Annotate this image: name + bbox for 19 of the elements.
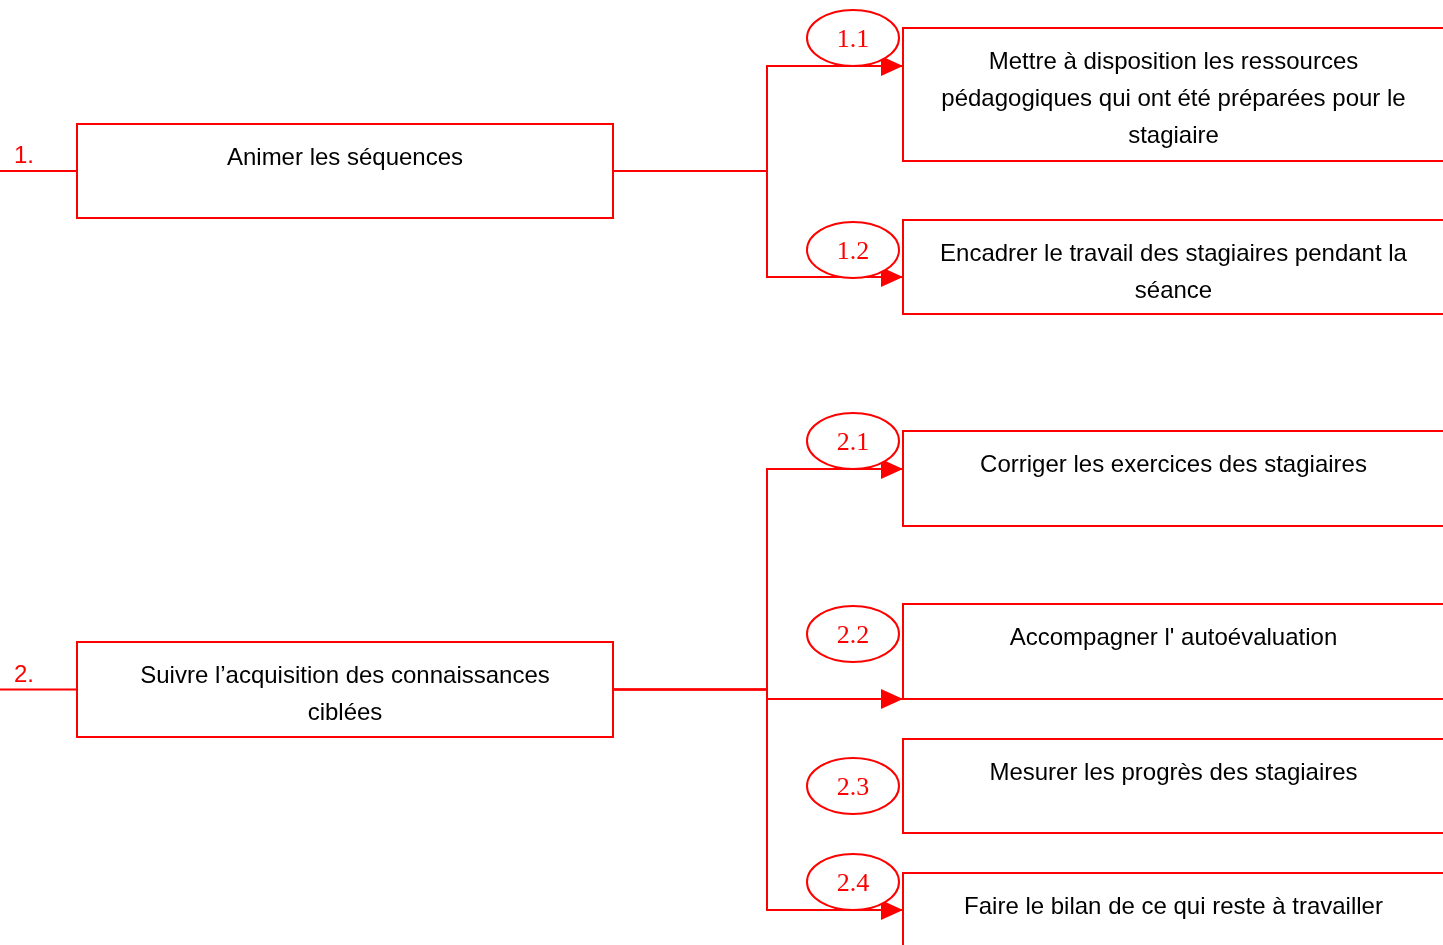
edge-label: 2. bbox=[14, 661, 34, 686]
number-ellipse: 2.4 bbox=[806, 853, 900, 911]
task-box: Accompagner l' autoévaluation bbox=[902, 603, 1443, 700]
arrow bbox=[613, 688, 903, 920]
task-box: Faire le bilan de ce qui reste à travailler bbox=[902, 872, 1443, 945]
number-ellipse: 2.2 bbox=[806, 605, 900, 663]
number-ellipse: 1.2 bbox=[806, 221, 900, 279]
task-box: Animer les séquences bbox=[76, 123, 614, 219]
number-ellipse: 2.3 bbox=[806, 757, 900, 815]
task-box: Corriger les exercices des stagiaires bbox=[902, 430, 1443, 527]
connector-line bbox=[0, 688, 77, 691]
connector-line bbox=[0, 170, 77, 172]
task-box: Suivre l’acquisition des connaissances ciblées bbox=[76, 641, 614, 738]
task-box: Encadrer le travail des stagiaires pendant la séance bbox=[902, 219, 1443, 315]
task-box: Mettre à disposition les ressources pédagogiques qui ont été préparées pour le stagiaire bbox=[902, 27, 1443, 162]
edge-label: 1. bbox=[14, 143, 34, 167]
task-box: Mesurer les progrès des stagiaires bbox=[902, 738, 1443, 834]
number-ellipse: 1.1 bbox=[806, 9, 900, 67]
number-ellipse: 2.1 bbox=[806, 412, 900, 470]
